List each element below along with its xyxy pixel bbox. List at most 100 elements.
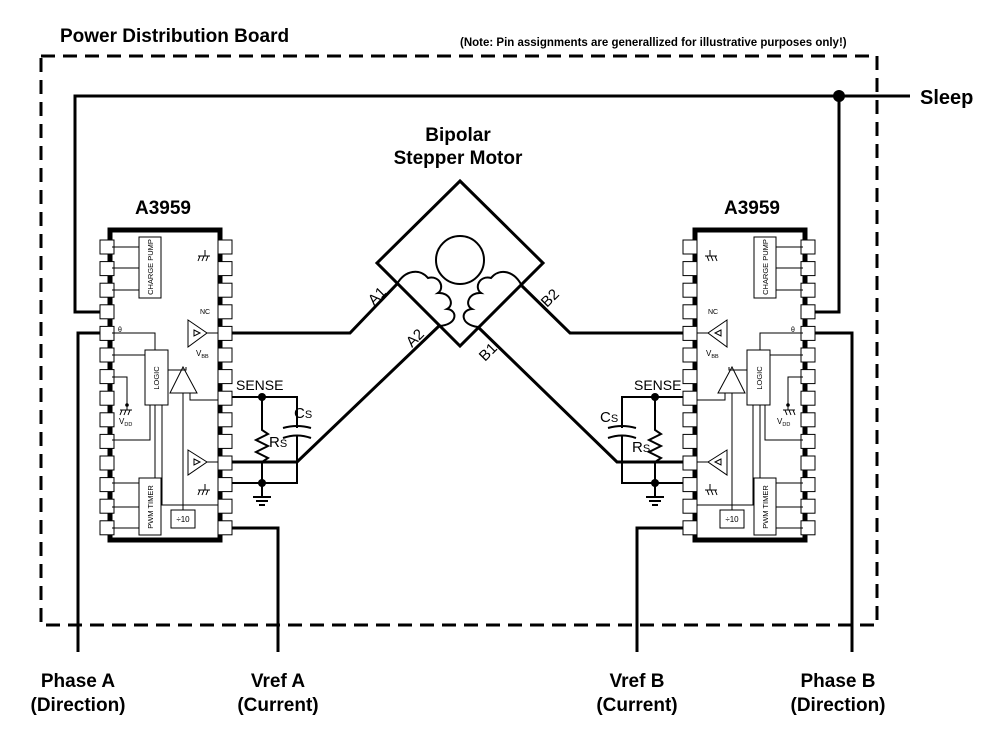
chip-b-name: A3959 [724, 198, 780, 219]
chip-b-pwm-label: PWM TIMER [761, 485, 770, 529]
chip-pin [99, 239, 115, 255]
chip-a-nc-label: NC [200, 309, 210, 316]
board-outline [39, 54, 879, 627]
ground-icon [783, 405, 796, 416]
rs-label-b: RS [632, 439, 650, 456]
chip-b-vbb-label: VBB [706, 349, 719, 360]
chip-pin [800, 261, 816, 277]
chip-pin [682, 304, 698, 320]
chip-pin [99, 282, 115, 298]
chip-pin [217, 498, 233, 514]
chip-pin [800, 325, 816, 341]
chip-pin [217, 390, 233, 406]
note-text: (Note: Pin assignments are generallized … [460, 37, 847, 49]
chip-a-theta-label: θ [118, 327, 122, 334]
chip-pin [800, 433, 816, 449]
chip-pin [800, 412, 816, 428]
label-vref-b: Vref B (Current) [596, 671, 677, 716]
chip-pin [99, 369, 115, 385]
coil-b-icon [462, 270, 523, 328]
chip-pin [99, 412, 115, 428]
chip-pin [800, 477, 816, 493]
chip-b-div10-label: ÷10 [725, 515, 739, 524]
cs-label-a: CS [294, 405, 312, 422]
chip-pin [682, 477, 698, 493]
stepper-motor [374, 178, 546, 349]
sense-network-a [230, 393, 312, 506]
chip-pin [800, 282, 816, 298]
sense-label-b: SENSE [634, 377, 681, 393]
chip-pin [217, 455, 233, 471]
chip-pin [99, 347, 115, 363]
chip-pin [217, 433, 233, 449]
chip-a-vdd-label: VDD [119, 417, 132, 428]
vref-b-sublabel: (Current) [596, 695, 677, 716]
chip-pin [800, 520, 816, 536]
motor-title-line1: Bipolar [425, 125, 491, 146]
chip-a-div10-label: ÷10 [176, 515, 190, 524]
chip-pin [682, 455, 698, 471]
sense-network-b [607, 393, 685, 506]
chip-pin [217, 477, 233, 493]
logic-block [144, 349, 169, 406]
phase-b-sublabel: (Direction) [791, 695, 886, 716]
phase-b-label: Phase B [801, 671, 876, 692]
logic-block [746, 349, 771, 406]
ground-icon [197, 250, 210, 262]
chip-pin [217, 282, 233, 298]
chip-pin [99, 325, 115, 341]
phase-a-label: Phase A [41, 671, 116, 692]
ground-icon [119, 405, 132, 416]
label-phase-b: Phase B (Direction) [791, 671, 886, 716]
buffer-icon [187, 319, 208, 348]
board-title: Power Distribution Board [60, 26, 289, 47]
wire-label-a2: A2 [403, 326, 428, 351]
chip-a-logic-label: LOGIC [152, 366, 161, 390]
chip-pin [99, 304, 115, 320]
vref-b-label: Vref B [610, 671, 665, 692]
chip-pin [217, 520, 233, 536]
chip-pin [99, 261, 115, 277]
chip-pin [800, 498, 816, 514]
buffer-icon [707, 319, 728, 348]
sense-label-a: SENSE [236, 377, 283, 393]
coil-a-icon [396, 270, 456, 327]
amplifier-icon [169, 365, 198, 394]
amplifier-icon [717, 365, 746, 394]
chip-pin [99, 520, 115, 536]
chip-pin [217, 325, 233, 341]
chip-pin [217, 261, 233, 277]
chip-pin [682, 347, 698, 363]
ground-icon [705, 484, 718, 496]
chip-a-charge-pump-label: CHARGE PUMP [146, 239, 155, 295]
label-vref-a: Vref A (Current) [237, 671, 318, 716]
vref-a-label: Vref A [251, 671, 305, 692]
motor-title-line2: Stepper Motor [394, 148, 523, 169]
input-wires [76, 331, 854, 652]
buffer-icon [707, 449, 728, 476]
chip-pin [800, 239, 816, 255]
sleep-wire [73, 90, 910, 314]
cs-label-b: CS [600, 409, 618, 426]
chip-pin [800, 347, 816, 363]
chip-pin [217, 369, 233, 385]
chip-a-pwm-label: PWM TIMER [146, 485, 155, 529]
chip-a-vbb-label: VBB [196, 349, 209, 360]
chip-pin [682, 369, 698, 385]
label-phase-a: Phase A (Direction) [31, 671, 126, 716]
wire-label-a1: A1 [365, 284, 390, 309]
chip-pin [682, 390, 698, 406]
chip-b-nc-label: NC [708, 309, 718, 316]
chip-pin [682, 325, 698, 341]
chip-b-charge-pump-label: CHARGE PUMP [761, 239, 770, 295]
sleep-label: Sleep [920, 87, 973, 109]
chip-pin [99, 455, 115, 471]
chip-b-vdd-label: VDD [777, 417, 790, 428]
ground-icon [705, 250, 718, 262]
chip-a [99, 227, 233, 543]
chip-pin [682, 261, 698, 277]
chip-pin [99, 433, 115, 449]
chip-pin [217, 239, 233, 255]
vref-a-sublabel: (Current) [237, 695, 318, 716]
